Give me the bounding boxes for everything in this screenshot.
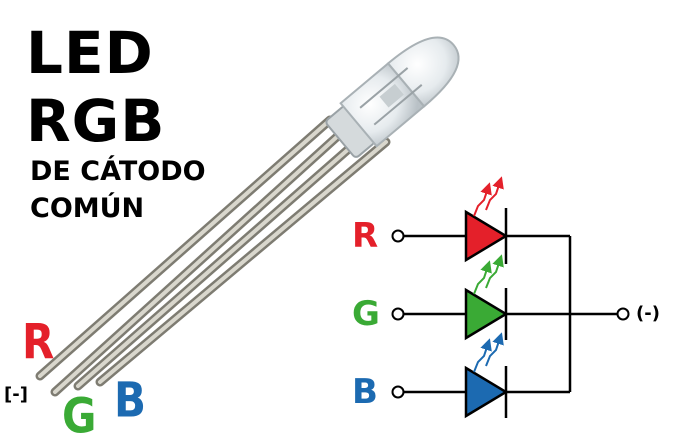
title-subtitle-1: DE CÁTODO [30, 156, 206, 187]
diode-blue [464, 365, 509, 419]
pin-label-b: B [114, 371, 147, 428]
terminal-r [391, 229, 405, 243]
schematic-label-b: B [352, 372, 378, 412]
emission-arrows-green [473, 254, 504, 295]
emission-arrows-red [473, 176, 504, 217]
led-body [325, 36, 460, 158]
emission-arrows-blue [473, 332, 504, 373]
schematic-label-g: G [352, 294, 380, 334]
pin-label-r: R [22, 313, 55, 370]
title-rgb: RGB [26, 87, 166, 155]
schematic-output-label: (-) [636, 303, 660, 324]
title-subtitle-2: COMÚN [30, 193, 145, 224]
schematic [404, 208, 617, 418]
terminal-common [616, 307, 630, 321]
diode-red [464, 209, 509, 263]
led-legs [35, 115, 391, 397]
terminal-b [391, 385, 405, 399]
pin-label-g: G [62, 387, 97, 444]
diode-green [464, 287, 509, 341]
pin-label-common: [-] [4, 384, 28, 405]
schematic-label-r: R [352, 216, 379, 256]
title-led: LED [26, 19, 154, 87]
terminal-g [391, 307, 405, 321]
